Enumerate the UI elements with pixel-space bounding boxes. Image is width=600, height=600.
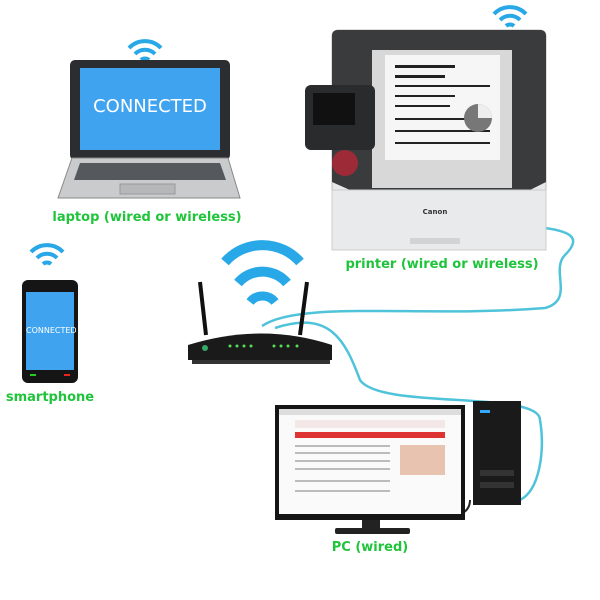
laptop-label: laptop (wired or wireless) xyxy=(52,210,242,225)
router xyxy=(188,240,332,364)
wifi-icon xyxy=(127,39,163,62)
wifi-icon xyxy=(29,243,65,266)
smartphone-label: smartphone xyxy=(5,390,95,405)
cable-router-pc xyxy=(274,321,544,502)
pc xyxy=(275,401,521,534)
pc-label: PC (wired) xyxy=(331,540,409,555)
printer-label: printer (wired or wireless) xyxy=(345,257,539,272)
smartphone xyxy=(22,243,78,383)
printer-brand-logo: Canon xyxy=(422,208,448,216)
wifi-icon xyxy=(492,5,528,29)
smartphone-screen-text: CONNECTED xyxy=(26,326,77,335)
laptop xyxy=(57,39,241,199)
printer xyxy=(305,5,547,251)
cable-router-printer xyxy=(261,226,575,328)
laptop-screen-text: CONNECTED xyxy=(93,96,207,117)
